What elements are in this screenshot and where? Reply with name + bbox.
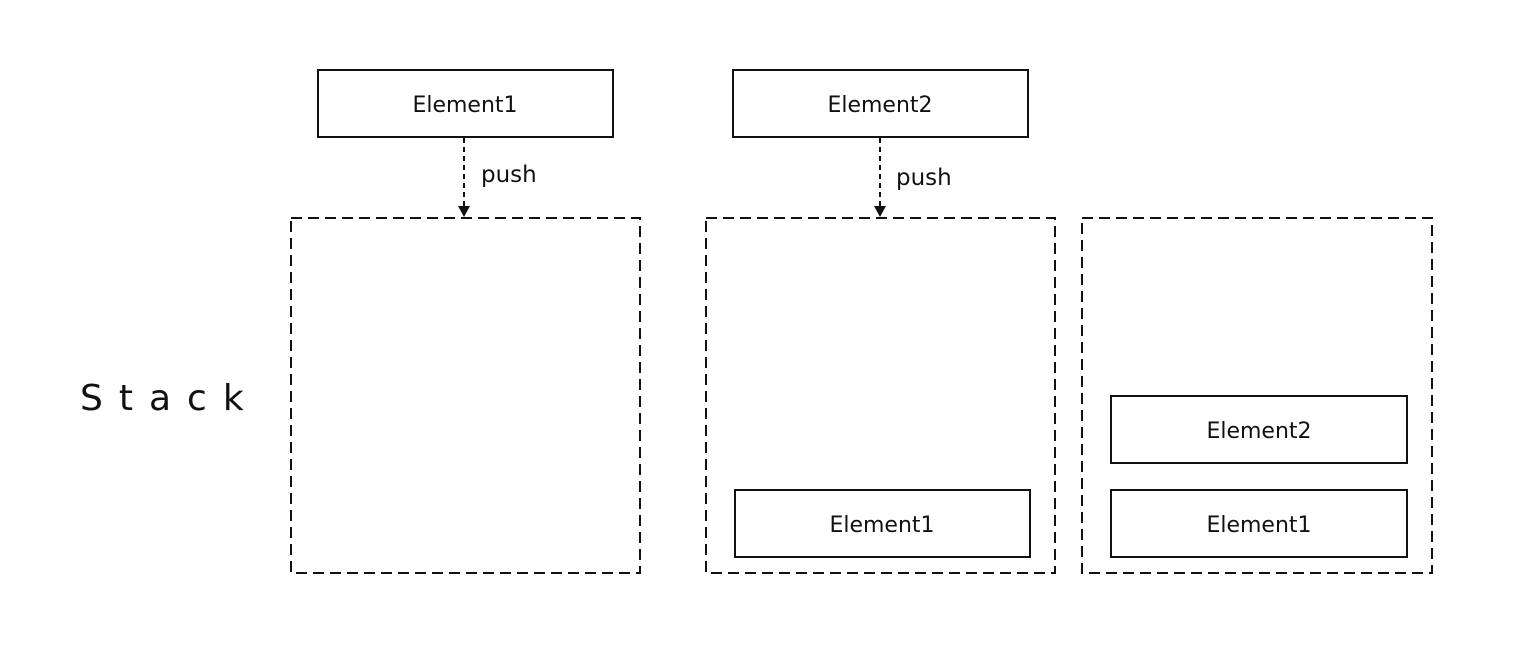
stack-label: Stack [80, 378, 260, 419]
stack-element-label: Element1 [829, 513, 934, 538]
stack-element-box [734, 489, 1031, 558]
stack-element-box [1110, 489, 1408, 558]
stack-container [1081, 217, 1433, 574]
push-label: push [896, 165, 952, 191]
incoming-element-box [732, 69, 1029, 138]
incoming-element-label: Element1 [412, 93, 517, 118]
stack-element-label: Element1 [1206, 513, 1311, 538]
push-arrow-head [458, 206, 470, 217]
incoming-element-box [317, 69, 614, 138]
step-3: Element2 Element1 [1081, 217, 1433, 574]
push-label: push [481, 162, 537, 188]
step-1: Element1 push [290, 69, 641, 574]
stack-container [705, 217, 1056, 574]
stack-element-label: Element2 [1206, 419, 1311, 444]
push-arrow-head [874, 206, 886, 217]
stack-element-box [1110, 395, 1408, 464]
incoming-element-label: Element2 [827, 93, 932, 118]
stack-container [290, 217, 641, 574]
step-2: Element2 push Element1 [705, 69, 1056, 574]
